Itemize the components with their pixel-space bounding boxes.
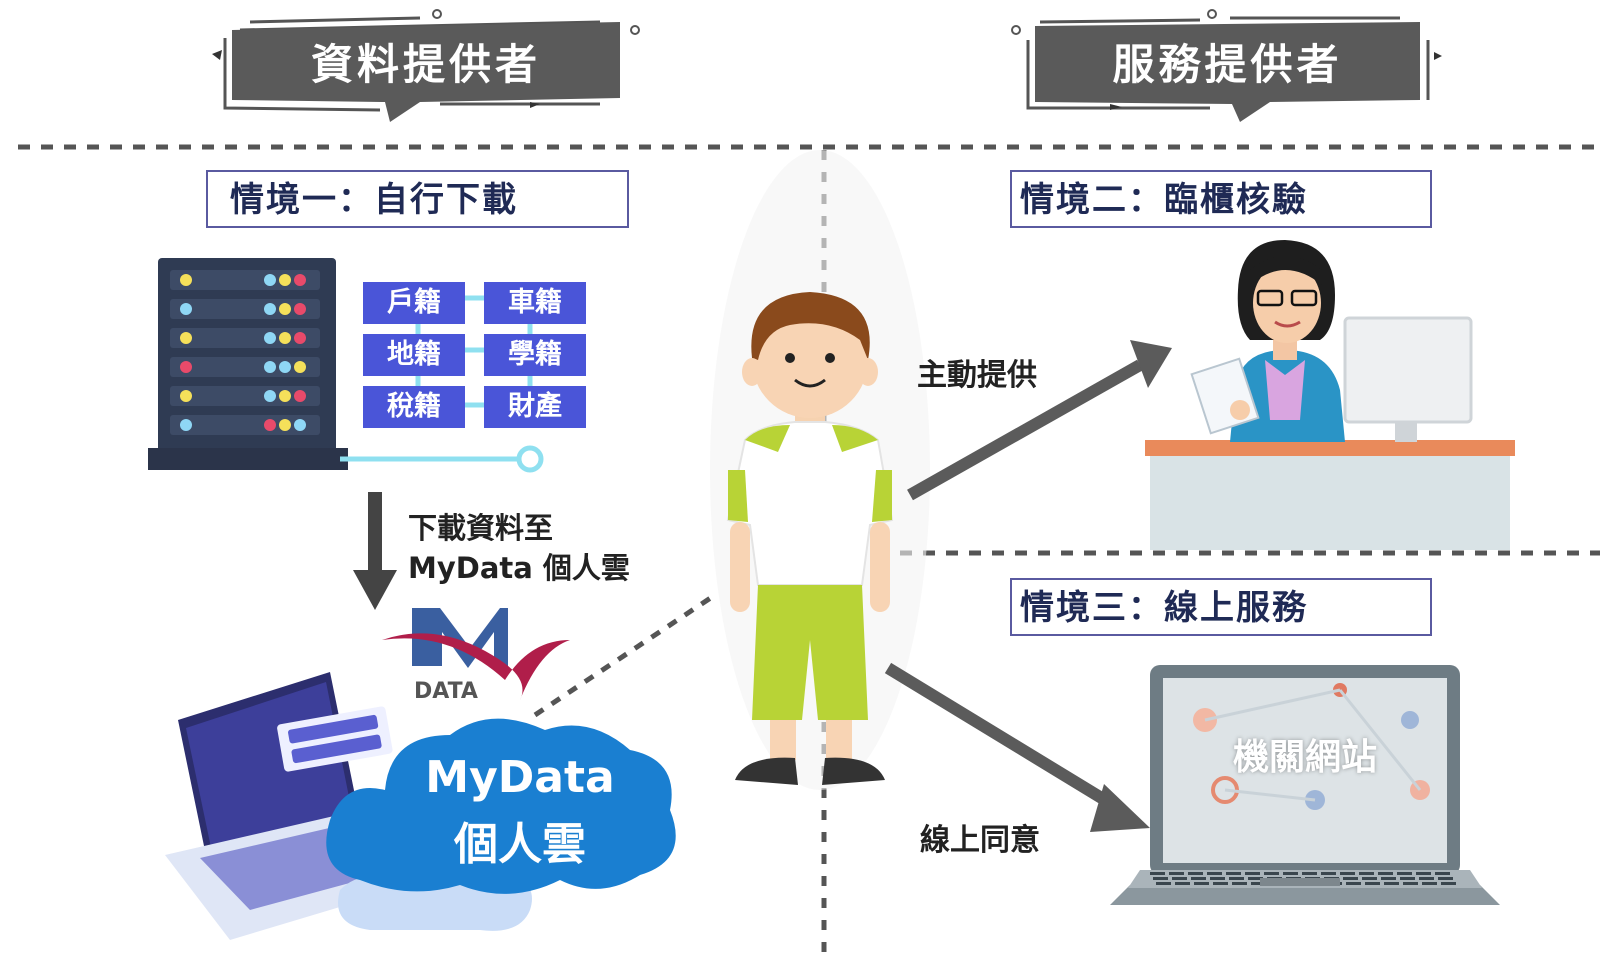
rack-led: [279, 361, 291, 373]
person-icon: [710, 150, 930, 790]
rack-led: [180, 390, 192, 402]
rack-led: [279, 274, 291, 286]
keyboard-key: [1245, 872, 1260, 875]
provide-arrow: [907, 340, 1172, 501]
record-tile-vehicle: 車籍: [484, 282, 586, 324]
keyboard-key: [1403, 882, 1418, 885]
scenario-two-title: 情境二：臨櫃核驗: [1010, 170, 1432, 228]
rack-led: [294, 390, 306, 402]
keyboard-key: [1175, 882, 1190, 885]
keyboard-key: [1365, 882, 1380, 885]
banner-left-shape: [212, 9, 640, 122]
rack-led: [264, 274, 276, 286]
rack-led: [264, 303, 276, 315]
provide-label: 主動提供: [917, 358, 1037, 393]
keyboard-key: [1169, 872, 1184, 875]
keyboard-key: [1359, 872, 1374, 875]
rack-led: [264, 361, 276, 373]
server-rack-icon: [148, 258, 348, 470]
keyboard-key: [1340, 872, 1355, 875]
cloud-person-dashed-link: [533, 592, 717, 718]
keyboard-key: [1302, 872, 1317, 875]
banner-right-shape: [1011, 9, 1442, 122]
keyboard-key: [1194, 882, 1209, 885]
keyboard-key: [1438, 877, 1453, 880]
keyboard-key: [1153, 877, 1168, 880]
agency-laptop-icon: [1110, 665, 1500, 905]
keyboard-key: [1422, 882, 1437, 885]
rack-led: [279, 303, 291, 315]
keyboard-key: [1226, 872, 1241, 875]
keyboard-key: [1229, 877, 1244, 880]
scenario-one-title: 情境一：自行下載: [206, 170, 629, 228]
agency-website-label: 機關網站: [1232, 737, 1377, 778]
rack-led: [279, 390, 291, 402]
record-tile-household: 戶籍: [363, 282, 465, 324]
keyboard-key: [1381, 877, 1396, 880]
keyboard-key: [1346, 882, 1361, 885]
download-arrow: [353, 492, 397, 610]
keyboard-key: [1207, 872, 1222, 875]
keyboard-key: [1150, 872, 1165, 875]
data-provider-banner: 資料提供者: [310, 40, 541, 89]
rack-led: [264, 419, 276, 431]
keyboard-key: [1362, 877, 1377, 880]
keyboard-key: [1419, 877, 1434, 880]
keyboard-key: [1384, 882, 1399, 885]
keyboard-key: [1283, 872, 1298, 875]
rack-led: [264, 332, 276, 344]
rack-led: [180, 332, 192, 344]
logo-text-shape: DATA: [414, 679, 478, 704]
keyboard-key: [1251, 882, 1266, 885]
rack-led: [294, 303, 306, 315]
keyboard-key: [1416, 872, 1431, 875]
rack-led: [180, 274, 192, 286]
keyboard-key: [1210, 877, 1225, 880]
mydata-cloud-icon: [326, 718, 676, 931]
keyboard-key: [1213, 882, 1228, 885]
keyboard-key: [1400, 877, 1415, 880]
record-tile-tax: 稅籍: [363, 386, 465, 428]
download-label-line1: 下載資料至: [408, 511, 554, 545]
keyboard-key: [1232, 882, 1247, 885]
cloud-label-line2: 個人雲: [454, 819, 586, 870]
keyboard-key: [1343, 877, 1358, 880]
rack-led: [279, 419, 291, 431]
keyboard-key: [1264, 872, 1279, 875]
mydata-logo: DATA: [382, 608, 570, 704]
keyboard-key: [1188, 872, 1203, 875]
consent-arrow: [884, 662, 1150, 832]
keyboard-key: [1156, 882, 1171, 885]
download-label-line2: MyData 個人雲: [408, 551, 630, 585]
keyboard-key: [1378, 872, 1393, 875]
cloud-label-line1: MyData: [425, 752, 615, 803]
keyboard-key: [1321, 872, 1336, 875]
rack-led: [294, 419, 306, 431]
record-tile-school: 學籍: [484, 334, 586, 376]
rack-led: [294, 361, 306, 373]
keyboard-key: [1191, 877, 1206, 880]
keyboard-key: [1435, 872, 1450, 875]
keyboard-key: [1397, 872, 1412, 875]
consent-label: 線上同意: [920, 823, 1040, 858]
keyboard-key: [1248, 877, 1263, 880]
rack-led: [180, 361, 192, 373]
service-provider-banner: 服務提供者: [1112, 40, 1343, 89]
rack-led: [180, 303, 192, 315]
rack-led: [264, 390, 276, 402]
scenario-three-title: 情境三：線上服務: [1010, 578, 1432, 636]
rack-led: [180, 419, 192, 431]
rack-led: [294, 332, 306, 344]
rack-led: [294, 274, 306, 286]
rack-led: [279, 332, 291, 344]
record-tile-property: 財產: [484, 386, 586, 428]
keyboard-key: [1172, 877, 1187, 880]
counter-clerk-icon: [1145, 240, 1515, 550]
record-tile-land: 地籍: [363, 334, 465, 376]
keyboard-key: [1441, 882, 1456, 885]
